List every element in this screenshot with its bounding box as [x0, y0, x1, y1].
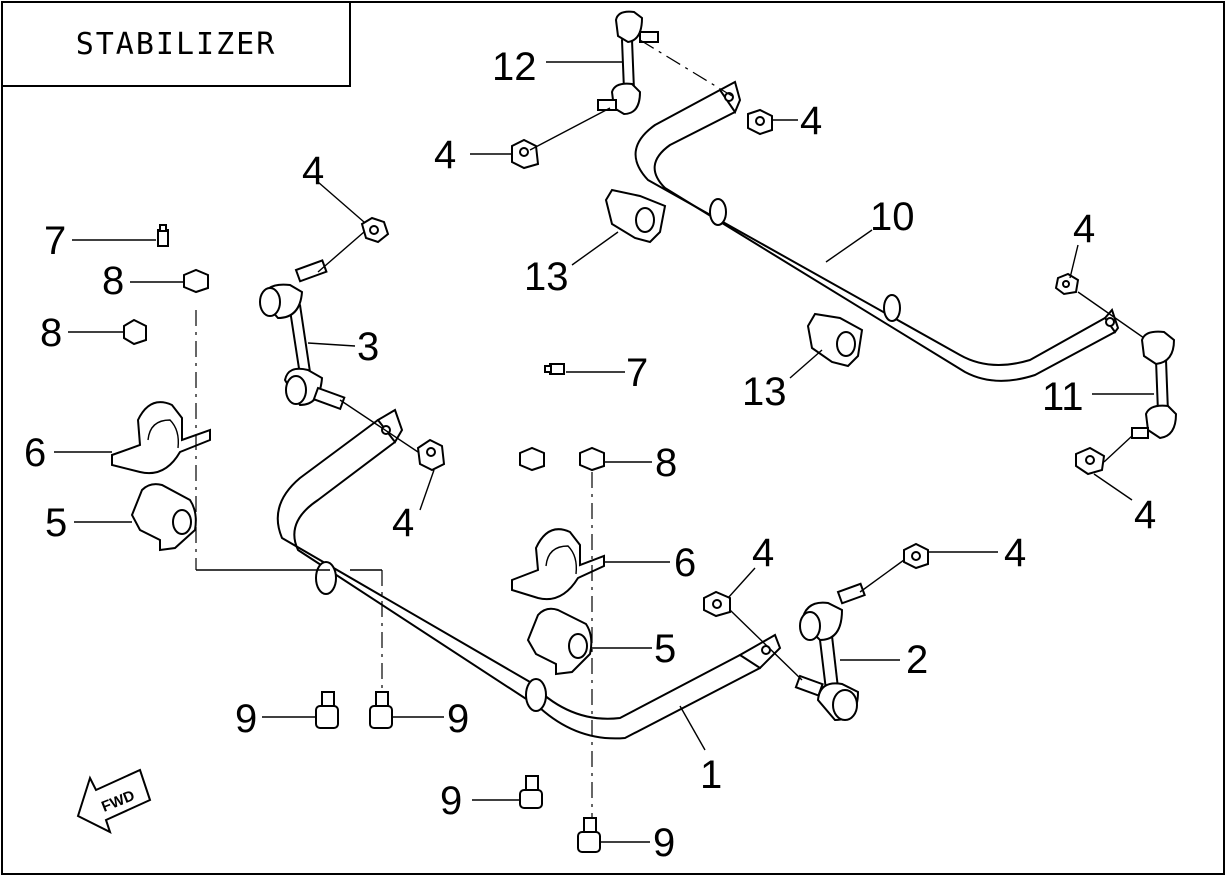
bolt-9-a [315, 691, 339, 729]
callout-4-a: 4 [302, 149, 324, 193]
callout-12: 12 [492, 45, 537, 89]
bushing-13-upper [604, 188, 667, 244]
grease-fitting-7-b [544, 363, 565, 375]
nut-8-d [579, 446, 605, 472]
link-11 [1131, 330, 1178, 440]
rear-stabilizer-bar [634, 80, 1120, 382]
callout-9-b: 9 [447, 697, 469, 741]
grease-fitting-7-a [157, 224, 169, 247]
callout-1: 1 [700, 753, 722, 797]
bushing-5-right [526, 607, 593, 676]
callout-5-b: 5 [654, 627, 676, 671]
callout-4-f: 4 [1134, 493, 1156, 537]
callout-3: 3 [357, 325, 379, 369]
bracket-6-right [511, 528, 605, 600]
callout-4-e: 4 [1073, 207, 1095, 251]
nut-4-c [511, 138, 540, 170]
nut-8-c [519, 446, 545, 472]
page-title: STABILIZER [75, 26, 277, 62]
nut-4-e [1054, 272, 1080, 296]
nut-4-a [360, 216, 390, 244]
callout-11: 11 [1042, 375, 1084, 419]
callout-9-d: 9 [653, 821, 675, 865]
callout-8-b: 8 [40, 311, 62, 355]
link-12 [597, 10, 659, 116]
callout-8-a: 8 [102, 259, 124, 303]
nut-4-f [1075, 446, 1106, 476]
title-box: STABILIZER [3, 3, 351, 87]
fwd-arrow-icon: FWD [76, 768, 152, 834]
link-3 [259, 259, 346, 411]
callout-4-d: 4 [800, 99, 822, 143]
callout-9-c: 9 [440, 779, 462, 823]
callout-4-g: 4 [752, 531, 774, 575]
callout-4-h: 4 [1004, 531, 1026, 575]
callout-4-c: 4 [434, 133, 456, 177]
front-stabilizer-bar [276, 408, 782, 740]
bracket-6-left [111, 401, 211, 474]
bolt-9-d [577, 817, 601, 853]
nut-4-d [747, 108, 773, 136]
nut-4-g [703, 590, 731, 618]
callout-6-a: 6 [24, 431, 46, 475]
nut-8-a [183, 268, 209, 294]
callout-6-b: 6 [674, 541, 696, 585]
callout-2: 2 [906, 638, 928, 682]
callout-13-a: 13 [524, 255, 569, 299]
callout-numbers: 1 2 3 4 4 4 4 4 4 4 4 5 5 6 6 7 7 8 8 8 … [24, 45, 1156, 865]
callout-5-a: 5 [45, 501, 67, 545]
callout-7-a: 7 [44, 219, 66, 263]
callout-9-a: 9 [235, 697, 257, 741]
bushing-5-left [130, 483, 197, 552]
leader-lines [54, 61, 1154, 843]
callout-8-c: 8 [655, 441, 677, 485]
callout-4-b: 4 [392, 501, 414, 545]
callout-7-b: 7 [626, 351, 648, 395]
assembly-lines [195, 39, 1145, 818]
nut-4-b [416, 438, 446, 472]
bolt-9-b [369, 691, 393, 729]
fasteners [123, 108, 1106, 853]
callout-13-b: 13 [742, 370, 787, 414]
bushing-13-lower [806, 312, 864, 368]
bolt-9-c [519, 775, 543, 809]
nut-8-b [123, 318, 147, 346]
callout-10: 10 [870, 195, 915, 239]
link-2 [794, 582, 866, 722]
nut-4-h [903, 542, 929, 570]
